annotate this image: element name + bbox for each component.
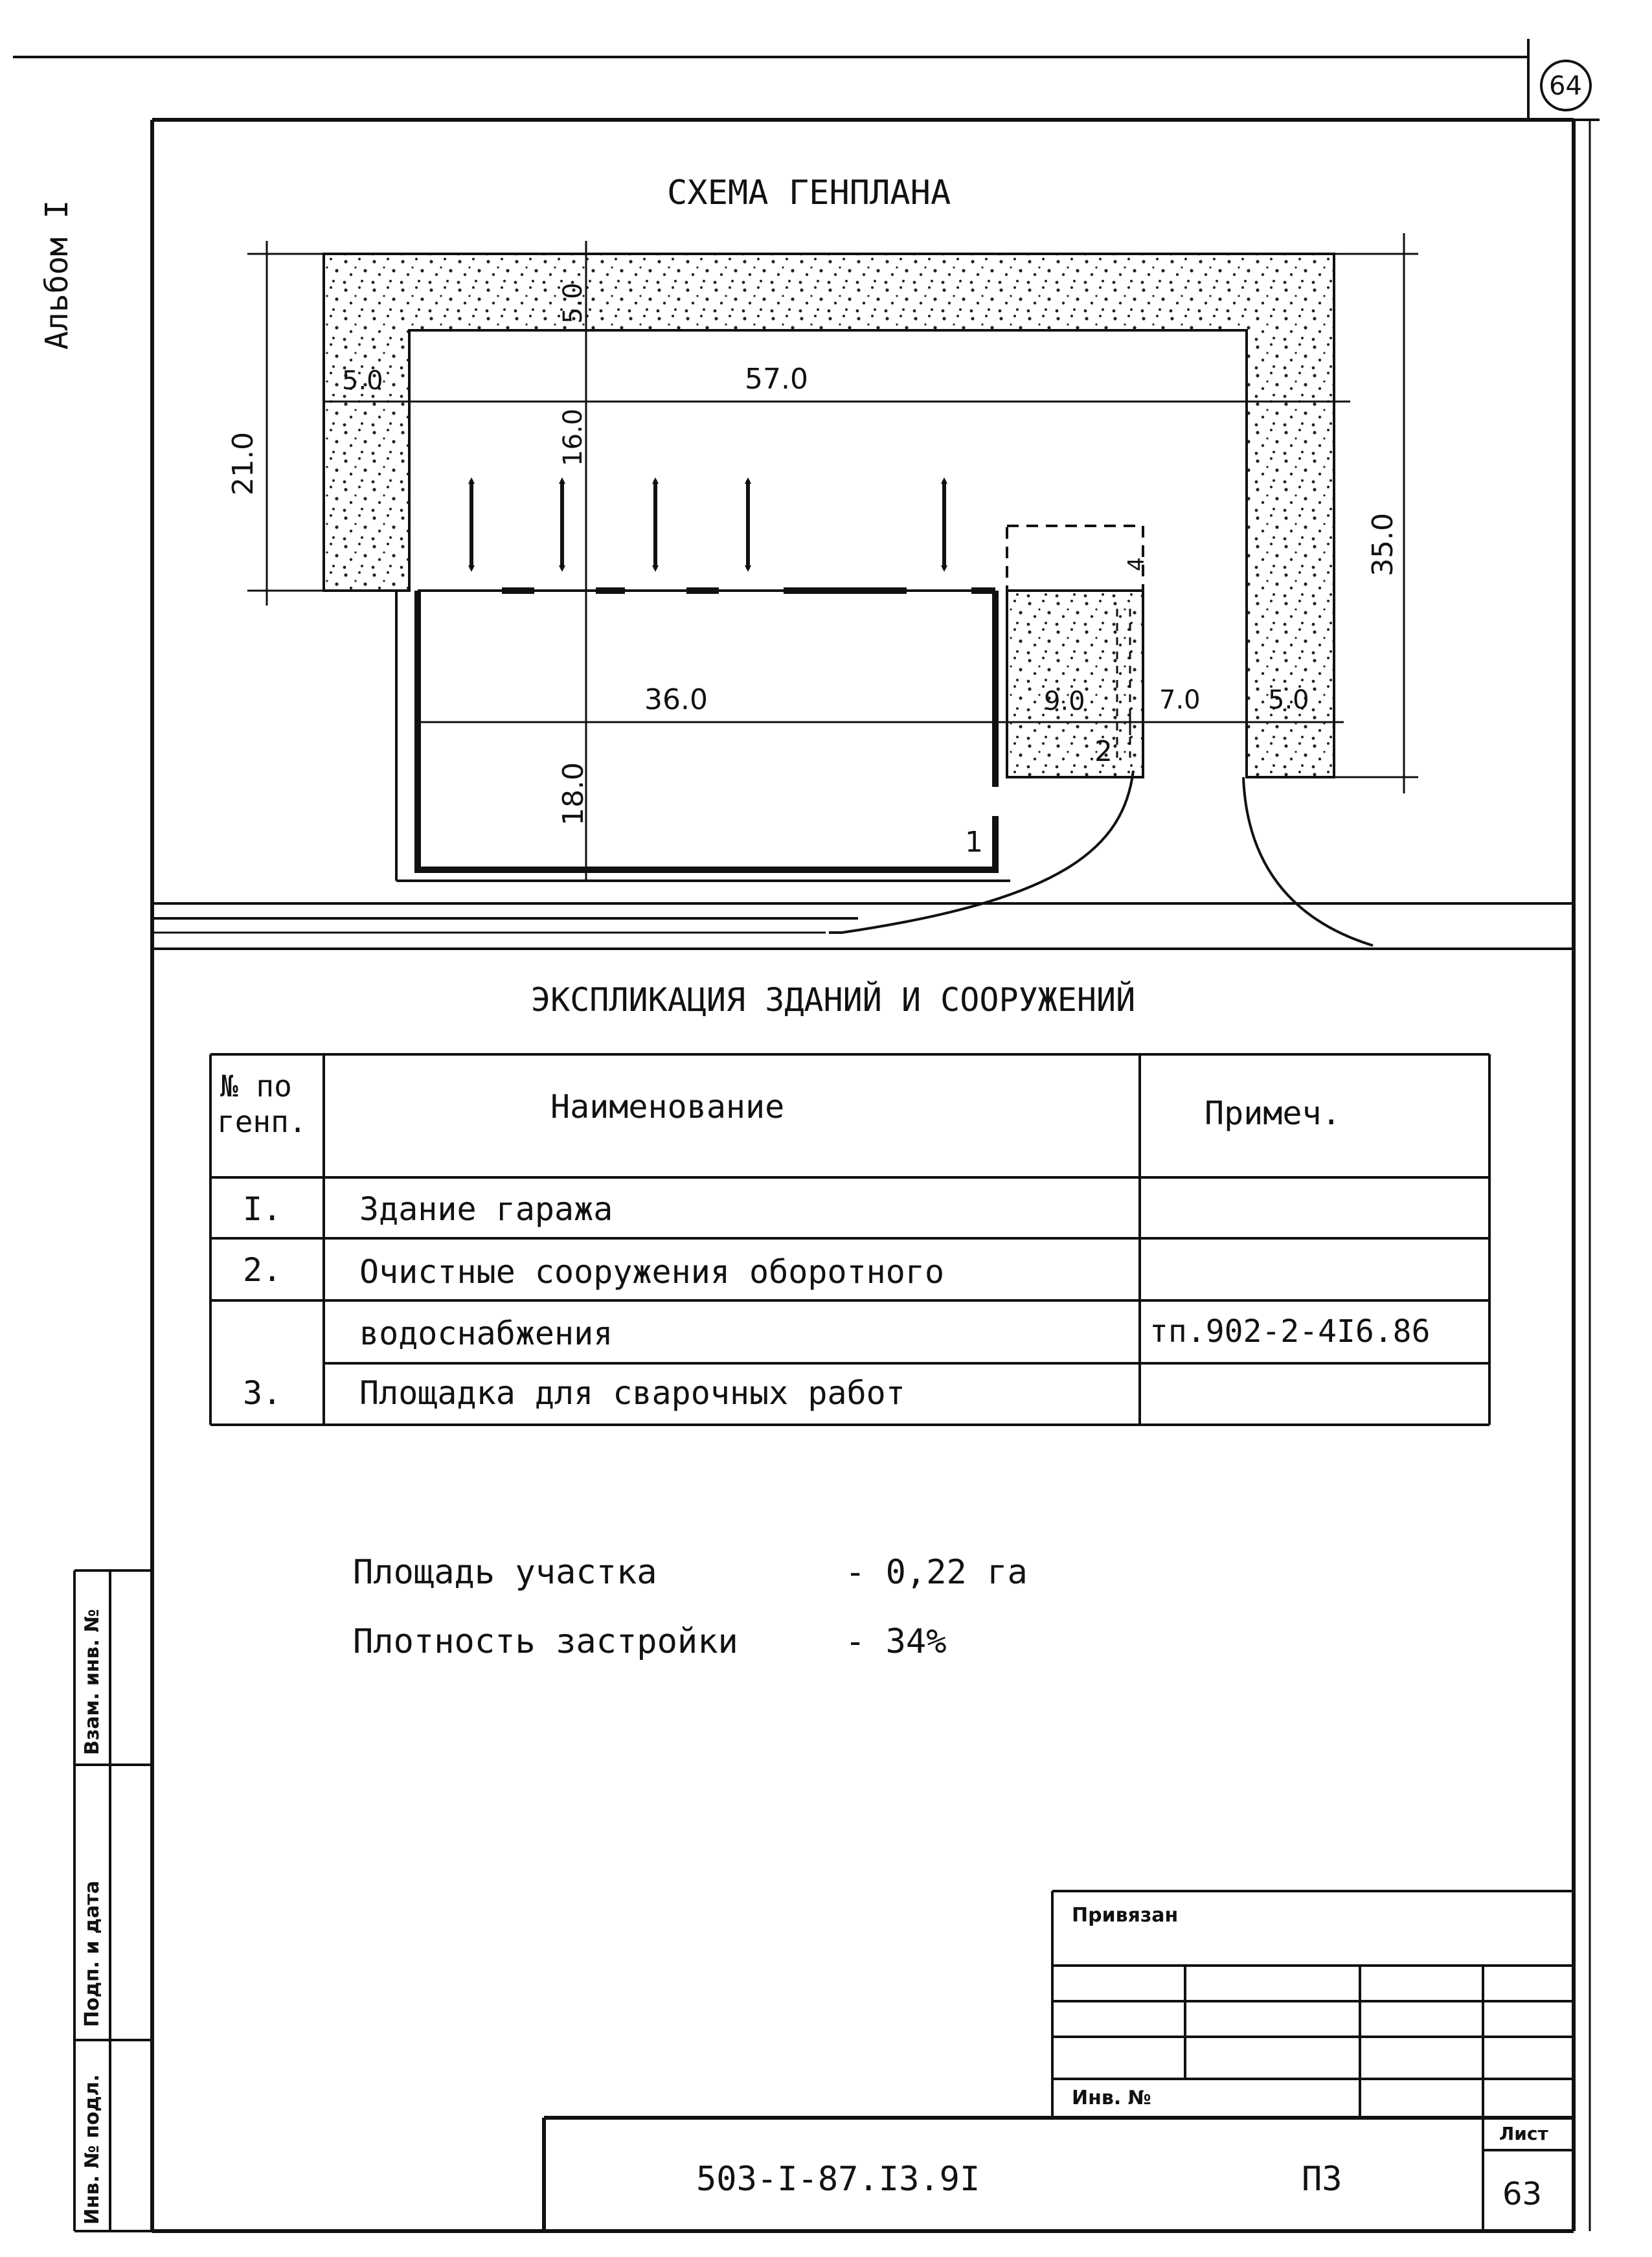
header-num-line2: генп.	[217, 1104, 307, 1139]
dim-right-height: 35.0	[1366, 513, 1399, 576]
row3-note: тп.902-2-4I6.86	[1149, 1313, 1431, 1350]
title-block-grid	[542, 1890, 1574, 2231]
side-stamp-grid	[73, 1569, 152, 2232]
header-num-line1: № по	[220, 1069, 292, 1104]
dim-right-strip: 5.0	[1268, 685, 1309, 715]
treatment-label: 2	[1094, 735, 1113, 768]
stamp-inv: Инв. № подл.	[81, 2074, 104, 2225]
row4-num: 3.	[243, 1374, 282, 1412]
header-name: Наименование	[550, 1088, 785, 1126]
title-section: ПЗ	[1302, 2160, 1342, 2199]
treatment-structure	[1006, 589, 1144, 778]
plan-title: СХЕМА ГЕНПЛАНА	[667, 174, 951, 212]
row4-name: Площадка для сварочных работ	[359, 1374, 905, 1412]
dim-small: 4	[1124, 557, 1149, 571]
dim-structure-width: 9.0	[1044, 686, 1085, 716]
dim-building-depth: 18.0	[557, 762, 590, 826]
dim-inner-depth: 16.0	[558, 408, 588, 466]
title-inv-no: Инв. №	[1072, 2087, 1151, 2109]
explication-table-grid	[209, 1053, 1491, 1426]
dim-building-width: 36.0	[644, 683, 708, 716]
row1-num: I.	[243, 1190, 282, 1228]
dim-driveway-width: 7.0	[1159, 685, 1201, 715]
row1-name: Здание гаража	[359, 1190, 613, 1228]
dim-overall-height: 21.0	[227, 432, 260, 495]
sheet-frame	[13, 39, 1600, 2233]
summary-area-value: - 0,22 га	[845, 1553, 1028, 1592]
summary-density-label: Плотность застройки	[353, 1622, 738, 1661]
green-zone	[322, 253, 1335, 778]
header-note: Примеч.	[1205, 1094, 1341, 1132]
sheet-badge: 64	[1549, 71, 1582, 101]
garage-label: 1	[965, 826, 983, 859]
dim-top-strip: 5.0	[558, 282, 588, 324]
stamp-podp: Подп. и дата	[81, 1880, 104, 2027]
explication-title: ЭКСПЛИКАЦИЯ ЗДАНИЙ И СООРУЖЕНИЙ	[531, 981, 1136, 1019]
row2-num: 2.	[243, 1251, 282, 1289]
title-privyazan: Привязан	[1072, 1904, 1179, 1927]
dim-left-strip: 5.0	[342, 366, 383, 396]
title-sheet-number: 63	[1502, 2176, 1543, 2212]
dim-inner-width: 57.0	[745, 363, 808, 396]
summary-area-label: Площадь участка	[353, 1553, 657, 1592]
stamp-vzam: Взам. инв. №	[81, 1609, 104, 1755]
garage-outline	[414, 591, 999, 873]
row2-name: Очистные сооружения оборотного	[359, 1253, 945, 1291]
album-label: Альбом I	[39, 199, 75, 350]
summary-density-value: - 34%	[845, 1622, 947, 1661]
row3-name: водоснабжения	[359, 1315, 613, 1352]
title-sheet-label: Лист	[1499, 2123, 1548, 2144]
title-code: 503-I-87.I3.9I	[696, 2160, 980, 2199]
site-plan	[152, 233, 1574, 950]
sheet-badge-circle	[1540, 60, 1592, 111]
